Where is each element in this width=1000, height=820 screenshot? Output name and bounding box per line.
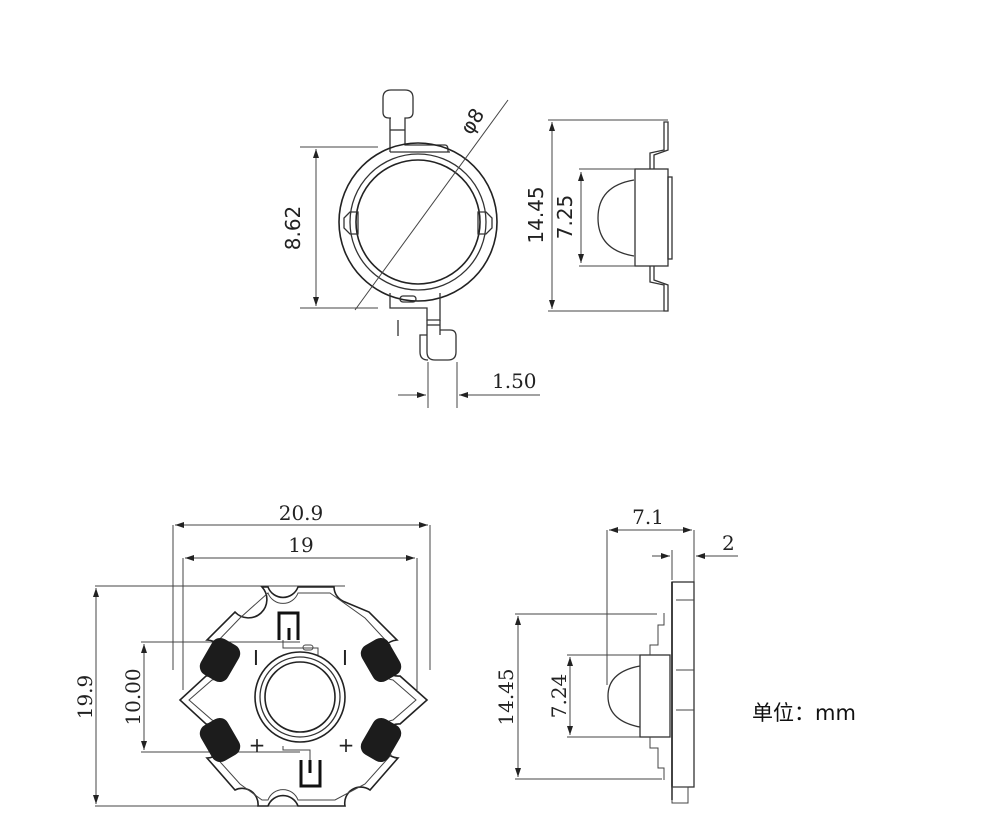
dim-14-45-pcb: 14.45	[494, 668, 518, 725]
pcb-board-side	[671, 581, 695, 788]
dim-20-9: 20.9	[279, 501, 324, 525]
solder-pad	[360, 717, 402, 763]
star-pcb-side-view: 7.1 2 14.45 7.24	[494, 505, 738, 804]
polarity-minus-right: I	[342, 646, 348, 670]
led-top-view: 8.62 φ8 1.50	[281, 89, 540, 408]
dim-7-1: 7.1	[632, 505, 664, 529]
dim-19-9: 19.9	[73, 675, 97, 720]
star-pcb-outline	[178, 586, 429, 807]
dim-7-25: 7.25	[553, 195, 577, 240]
led-body-outer-ring	[338, 142, 498, 302]
polarity-minus-left: I	[253, 646, 259, 670]
led-side-body	[634, 168, 669, 267]
dim-8-62: 8.62	[281, 206, 305, 251]
dim-2: 2	[722, 531, 735, 555]
pcb-led-side-lens	[607, 665, 641, 728]
solder-pad	[199, 717, 241, 763]
dim-19: 19	[288, 533, 313, 557]
led-side-view: 14.45 7.25	[524, 119, 673, 312]
pcb-led-side-body	[639, 654, 671, 738]
solder-pad	[199, 637, 241, 683]
dim-10-00: 10.00	[121, 668, 145, 725]
dim-7-24: 7.24	[547, 674, 571, 719]
solder-pad	[360, 637, 402, 683]
dim-1-50: 1.50	[492, 369, 537, 393]
led-lens	[355, 159, 481, 285]
star-pcb-top-view: 20.9 19 19.9 10.00 I	[73, 501, 431, 807]
pcb-led-body	[254, 651, 346, 743]
top-lead	[382, 89, 449, 152]
polarity-plus-right: +	[338, 733, 355, 757]
bottom-lead	[389, 293, 441, 321]
pcb-led-lens	[264, 661, 336, 733]
unit-label: 单位：mm	[752, 701, 856, 725]
dim-14-45-led: 14.45	[524, 186, 548, 243]
led-side-lens	[597, 179, 635, 257]
polarity-plus-left: +	[249, 733, 266, 757]
